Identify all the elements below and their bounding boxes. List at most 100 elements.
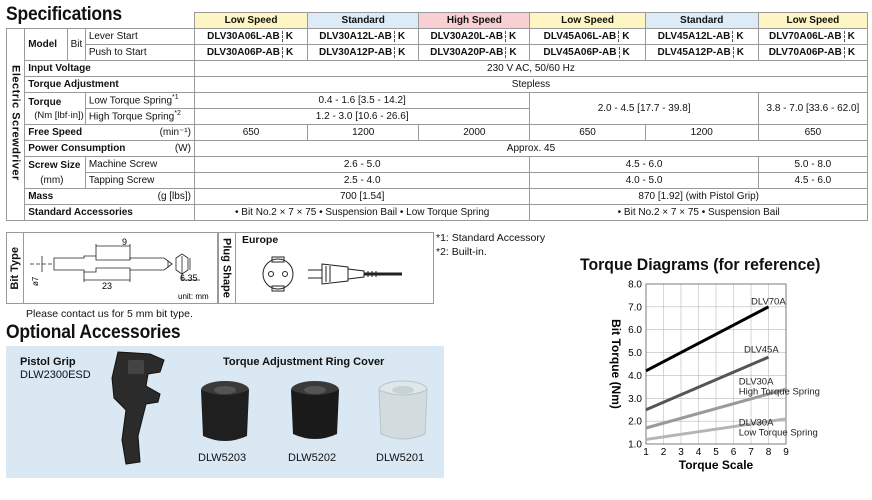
bit-type-label: Bit Type bbox=[6, 232, 24, 304]
bit-label: Bit bbox=[66, 28, 86, 61]
y-tick-label: 7.0 bbox=[628, 302, 642, 313]
x-tick-label: 9 bbox=[783, 447, 789, 458]
ring-cover-dlw5201-image bbox=[378, 380, 428, 440]
speed-header-4: Low Speed bbox=[529, 12, 646, 29]
x-tick-label: 8 bbox=[766, 447, 772, 458]
torque-diagrams-heading: Torque Diagrams (for reference) bbox=[580, 255, 821, 274]
high-torque-spring-label: High Torque Spring*2 bbox=[84, 108, 195, 125]
plot-frame bbox=[645, 283, 787, 445]
x-tick-label: 6 bbox=[731, 447, 737, 458]
ring-cover-title: Torque Adjustment Ring Cover bbox=[223, 356, 385, 368]
torque-dlv45: 2.0 - 4.5 [17.7 - 39.8] bbox=[529, 92, 759, 125]
speed-header-6: Low Speed bbox=[757, 12, 869, 29]
y-tick-label: 2.0 bbox=[628, 417, 642, 428]
y-tick-label: 3.0 bbox=[628, 394, 642, 405]
free-speed-label: Free Speed(min⁻¹) bbox=[24, 124, 195, 141]
chart-annotation: DLV30A bbox=[739, 418, 774, 429]
x-tick-label: 4 bbox=[696, 447, 702, 458]
x-axis-label: Torque Scale bbox=[679, 458, 754, 472]
ring-cover-dlw5202-image bbox=[291, 381, 339, 439]
machine-dlv45: 4.5 - 6.0 bbox=[529, 156, 759, 173]
ring-model-dlw5201: DLW5201 bbox=[376, 452, 425, 464]
plug-icon bbox=[262, 256, 402, 292]
speed-header-3: High Speed bbox=[418, 12, 531, 29]
y-tick-label: 1.0 bbox=[628, 440, 642, 451]
free-speed-cell: 1200 bbox=[644, 124, 759, 141]
x-tick-label: 1 bbox=[643, 447, 649, 458]
chart-annotation: DLV70A bbox=[751, 297, 786, 308]
chart-annotation: DLV45A bbox=[744, 345, 779, 356]
accessories-dlv45-70: • Bit No.2 × 7 × 75 • Suspension Bail bbox=[529, 204, 868, 221]
plug-shape-label: Plug Shape bbox=[218, 232, 236, 304]
tapping-dlv30: 2.5 - 4.0 bbox=[193, 172, 531, 189]
header-row: Low Speed Standard High Speed Low Speed … bbox=[7, 12, 869, 29]
note-built-in: *2: Built-in. bbox=[436, 246, 487, 258]
series-line bbox=[645, 387, 787, 430]
mass-dlv45-70: 870 [1.92] (with Pistol Grip) bbox=[529, 188, 868, 205]
bit-type-box bbox=[6, 232, 218, 304]
y-tick-label: 6.0 bbox=[628, 325, 642, 336]
machine-screw-label: Machine Screw bbox=[84, 156, 195, 173]
lever-start-label: Lever Start bbox=[84, 28, 195, 45]
bit-dim-23: 23 bbox=[102, 281, 112, 291]
side-label: Electric Screwdriver bbox=[5, 28, 26, 221]
chart-annotation: High Torque Spring bbox=[739, 387, 820, 398]
ring-model-dlw5203: DLW5203 bbox=[198, 452, 247, 464]
power-value: Approx. 45 bbox=[193, 140, 869, 157]
ring-model-dlw5202: DLW5202 bbox=[288, 452, 337, 464]
y-tick-label: 4.0 bbox=[628, 371, 642, 382]
x-tick-label: 2 bbox=[661, 447, 667, 458]
speed-header-1: Low Speed bbox=[193, 12, 309, 29]
input-voltage-label: Input Voltage bbox=[24, 60, 195, 77]
free-speed-cell: 650 bbox=[529, 124, 646, 141]
bit-dim-9: 9 bbox=[122, 237, 127, 247]
push-to-start-label: Push to Start bbox=[84, 44, 195, 61]
input-voltage-value: 230 V AC, 50/60 Hz bbox=[193, 60, 869, 77]
accessories-panel: Pistol Grip DLW2300ESD Torque Adjustment… bbox=[6, 346, 444, 478]
free-speed-cell: 1200 bbox=[307, 124, 420, 141]
chart-annotation: DLV30A bbox=[739, 377, 774, 388]
bit-dim-635: 6.35 bbox=[180, 273, 198, 283]
torque-label: Torque(Nm [lbf·in]) bbox=[24, 92, 86, 125]
pistol-grip-title: Pistol Grip bbox=[20, 356, 76, 368]
plug-shape-box bbox=[218, 232, 434, 304]
torque-adjustment-label: Torque Adjustment bbox=[24, 76, 195, 93]
tapping-screw-label: Tapping Screw bbox=[84, 172, 195, 189]
screw-size-label: Screw Size(mm) bbox=[24, 156, 86, 189]
mass-label: Mass(g [lbs]) bbox=[24, 188, 195, 205]
torque-dlv30-high: 1.2 - 3.0 [10.6 - 26.6] bbox=[193, 108, 531, 125]
standard-accessories-label: Standard Accessories bbox=[24, 204, 195, 221]
bit-dim-d7: ø7 bbox=[31, 276, 40, 286]
pistol-grip-model: DLW2300ESD bbox=[20, 369, 91, 381]
low-torque-spring-label: Low Torque Spring*1 bbox=[84, 92, 195, 109]
optional-accessories-heading: Optional Accessories bbox=[6, 322, 181, 343]
x-tick-label: 7 bbox=[748, 447, 754, 458]
series-line bbox=[645, 305, 770, 373]
y-axis-label: Bit Torque (Nm) bbox=[609, 319, 623, 409]
tapping-dlv45: 4.0 - 5.0 bbox=[529, 172, 759, 189]
note-standard-accessory: *1: Standard Accessory bbox=[436, 232, 546, 244]
specifications-table: Low Speed Standard High Speed Low Speed … bbox=[5, 12, 869, 221]
x-tick-label: 5 bbox=[713, 447, 719, 458]
model-label: Model bbox=[24, 28, 68, 61]
y-tick-label: 8.0 bbox=[628, 280, 642, 291]
accessories-dlv30: • Bit No.2 × 7 × 75 • Suspension Bail • … bbox=[193, 204, 531, 221]
bit-diagram: 9 23 ø7 6.35 unit: mm bbox=[30, 237, 209, 301]
chart-annotation: Low Torque Spring bbox=[739, 428, 818, 439]
plug-region: Europe bbox=[242, 234, 279, 246]
x-tick-label: 3 bbox=[678, 447, 684, 458]
power-label: Power Consumption(W) bbox=[24, 140, 195, 157]
torque-adjustment-value: Stepless bbox=[193, 76, 869, 93]
free-speed-cell: 2000 bbox=[418, 124, 531, 141]
